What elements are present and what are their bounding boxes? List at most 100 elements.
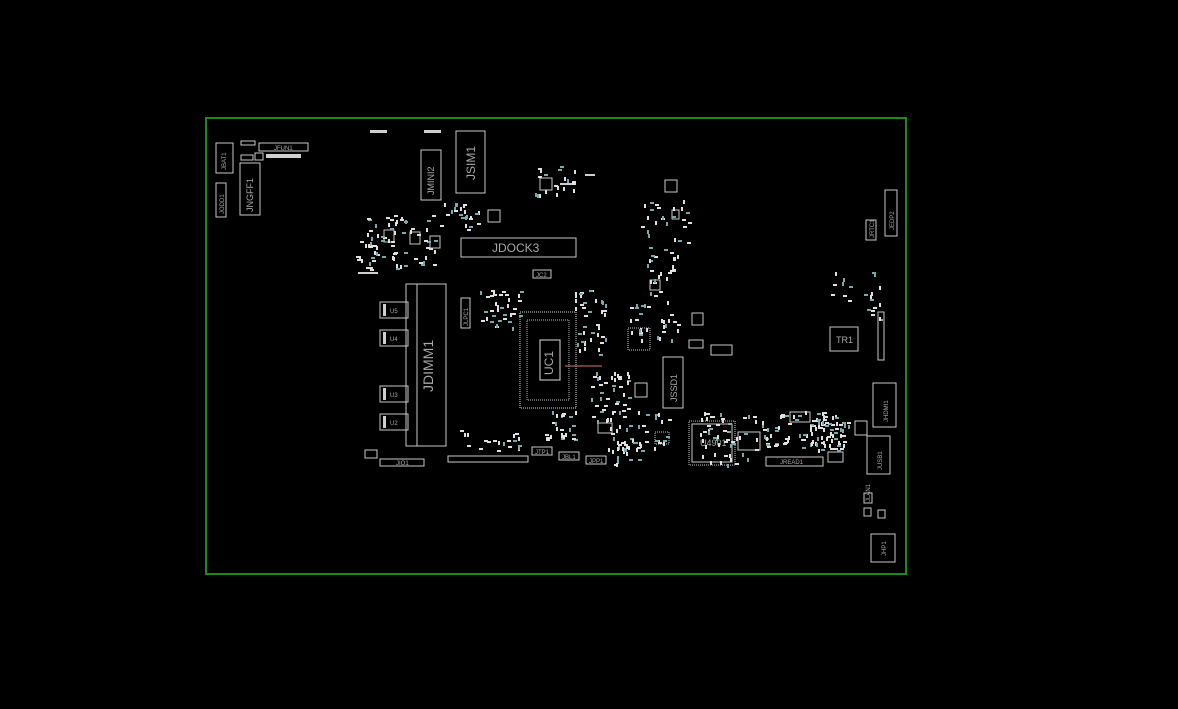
component-jsim1[interactable]: JSIM1 (455, 130, 486, 194)
passive-pad (440, 225, 444, 227)
passive-pad (702, 439, 704, 443)
passive-pad (493, 291, 495, 295)
component-u4901[interactable]: U4901 (688, 420, 736, 466)
passive-pad (490, 321, 494, 323)
passive-pad (495, 302, 497, 306)
component-jread1[interactable]: JREAD1 (765, 456, 824, 467)
component-u4[interactable]: U4 (379, 329, 409, 347)
passive-pad (400, 265, 402, 269)
passive-pad (557, 186, 559, 190)
passive-pad (650, 202, 654, 204)
passive-pad (785, 438, 789, 440)
passive-pad (730, 444, 732, 448)
passive-pad (766, 444, 770, 446)
svg-text:JSIM1: JSIM1 (464, 146, 478, 180)
passive-pad (467, 229, 471, 231)
passive-pad (655, 416, 657, 420)
component-jusb1[interactable]: JUSB1 (866, 435, 891, 475)
passive-pad (616, 401, 620, 403)
passive-pad (748, 415, 750, 419)
passive-pad (793, 415, 795, 419)
component-jrtc1[interactable]: JRTC1 (865, 219, 877, 241)
passive-pad (388, 239, 390, 243)
passive-pad (584, 315, 588, 317)
component-uc1[interactable]: UC1 (519, 311, 577, 409)
passive-pad (795, 419, 799, 421)
component-jdimm1[interactable]: JDIMM1 (405, 283, 447, 447)
component-jhp1[interactable]: JHP1 (870, 533, 896, 563)
passive-pad (831, 294, 835, 296)
component-tr1[interactable]: TR1 (829, 326, 859, 352)
component-jtp1[interactable]: JTP1 (531, 446, 553, 456)
passive-pad (617, 374, 619, 378)
passive-pad (605, 304, 607, 308)
passive-pad (654, 256, 658, 258)
smd-part (254, 152, 264, 161)
passive-pad (512, 327, 514, 331)
passive-pad (410, 230, 412, 234)
passive-pad (614, 378, 616, 382)
component-jdock3[interactable]: JDOCK3 (460, 237, 577, 258)
passive-pad (641, 339, 643, 343)
component-jbl1[interactable]: JBL1 (558, 451, 580, 461)
passive-pad (727, 464, 729, 468)
passive-pad (591, 398, 593, 402)
passive-pad (655, 414, 659, 416)
component-jedp2[interactable]: JEDP2 (884, 189, 898, 237)
passive-pad (597, 420, 599, 424)
passive-pad (426, 247, 430, 249)
component-jpp1[interactable]: JPP1 (585, 455, 607, 465)
ic-small (634, 382, 648, 398)
passive-pad (655, 204, 659, 206)
passive-pad (451, 210, 453, 214)
passive-pad (683, 226, 687, 228)
passive-pad (666, 277, 668, 281)
passive-pad (670, 270, 672, 274)
component-jio1[interactable]: JIO1 (379, 458, 425, 467)
passive-pad (848, 425, 850, 429)
passive-pad (799, 434, 801, 438)
passive-pad (831, 439, 833, 443)
passive-pad (647, 306, 651, 308)
component-u3[interactable]: U3 (379, 385, 409, 403)
component-jmini2[interactable]: JMINI2 (420, 149, 442, 201)
passive-pad (627, 408, 631, 410)
component-jngff1[interactable]: JNGFF1 (239, 162, 261, 216)
passive-pad (591, 332, 595, 334)
component-jhdmi1[interactable]: JHDMI1 (872, 382, 897, 428)
passive-pad (801, 439, 805, 441)
passive-pad (580, 294, 582, 298)
component-jlan1[interactable]: JLAN1 (863, 483, 873, 504)
passive-pad (580, 304, 584, 306)
passive-pad (593, 376, 597, 378)
passive-pad (414, 258, 418, 260)
component-u2[interactable]: U2 (379, 413, 409, 431)
passive-pad (641, 450, 645, 452)
passive-pad (655, 440, 659, 442)
component-jbat1[interactable]: JBAT1 (215, 142, 234, 174)
component-u5[interactable]: U5 (379, 301, 409, 319)
passive-pad (565, 433, 567, 437)
passive-pad (427, 220, 431, 222)
passive-pad (605, 338, 607, 342)
passive-pad (843, 278, 845, 282)
passive-pad (567, 179, 569, 183)
component-jfun1[interactable]: JFUN1 (258, 142, 309, 152)
component-jlpc1[interactable]: JLPC1 (460, 297, 471, 329)
passive-pad (824, 416, 828, 418)
passive-pad (659, 291, 663, 293)
passive-pad (667, 301, 669, 305)
passive-pad (388, 223, 390, 227)
passive-pad (505, 294, 509, 296)
pin-row (383, 304, 386, 316)
passive-components (356, 166, 883, 468)
passive-pad (463, 204, 465, 208)
svg-text:JREAD1: JREAD1 (780, 460, 804, 466)
passive-pad (848, 300, 852, 302)
component-jc2[interactable]: JC2 (532, 269, 552, 279)
component-jssd1[interactable]: JSSD1 (662, 356, 684, 409)
component-jodd1[interactable]: JODD1 (215, 182, 227, 218)
passive-pad (843, 295, 847, 297)
passive-pad (677, 324, 681, 326)
passive-pad (704, 412, 706, 416)
